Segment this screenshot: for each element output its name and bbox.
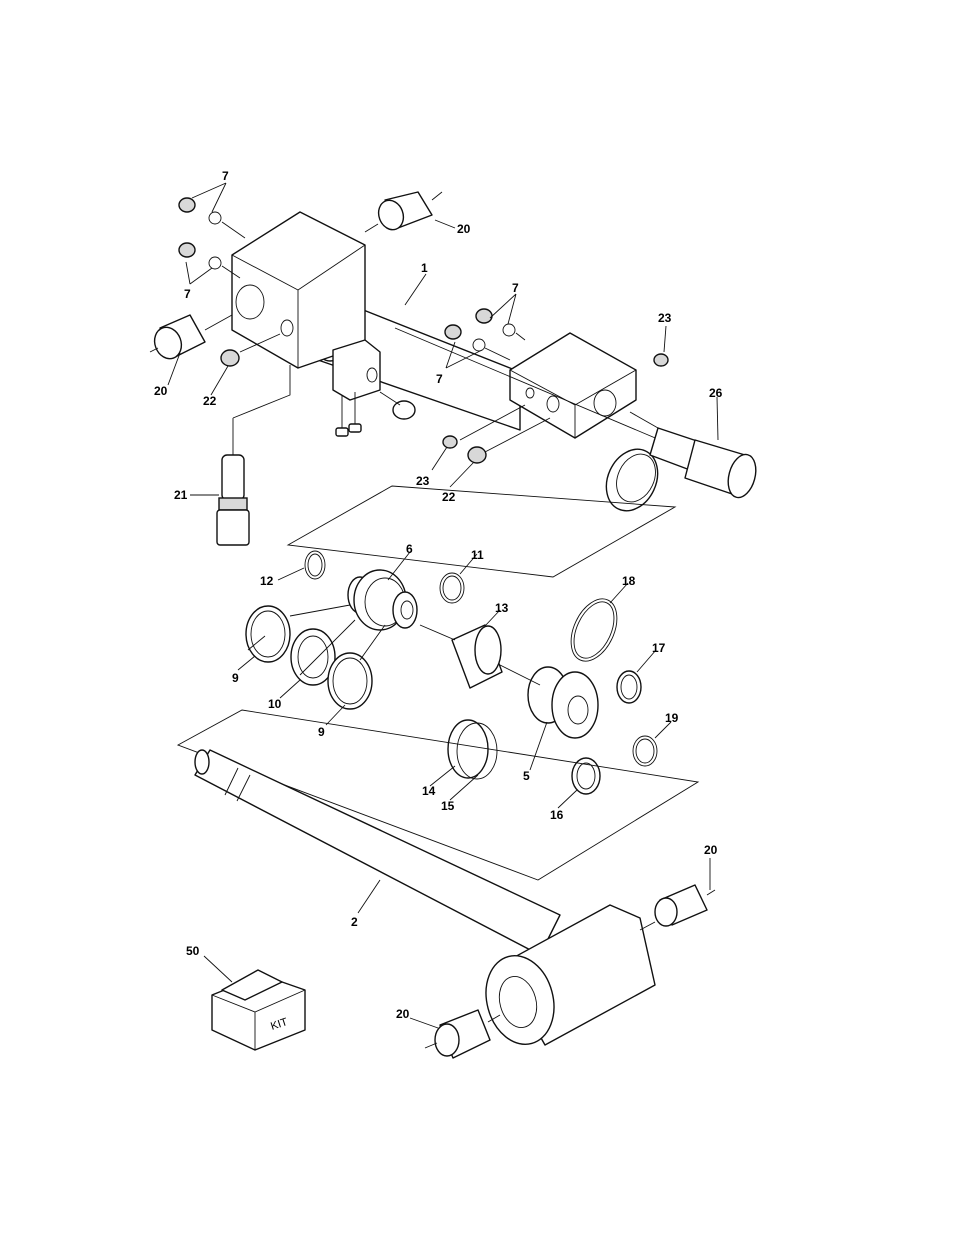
callout-1: 1 [421,261,428,275]
valve-26 [629,411,757,499]
callout-20: 20 [457,222,471,236]
callout-20: 20 [704,843,718,857]
lower-detail-frame [176,709,700,881]
barrel-assembly [231,211,661,512]
callout-7: 7 [436,372,443,386]
callout-13: 13 [495,601,509,615]
callout-10: 10 [268,697,282,711]
callout-19: 19 [665,711,679,725]
callout-9: 9 [232,671,239,685]
callout-16: 16 [550,808,564,822]
callout-labels: 7 20 7 1 7 7 23 20 22 26 23 21 22 6 11 1… [154,169,723,1021]
callout-50: 50 [186,944,200,958]
callout-23: 23 [416,474,430,488]
leader-lines [167,182,719,1029]
upper-detail-frame [286,485,677,578]
valve-21 [216,365,291,546]
callout-15: 15 [441,799,455,813]
callout-18: 18 [622,574,636,588]
callout-20: 20 [396,1007,410,1021]
callout-21: 21 [174,488,188,502]
plug-22-23 [220,333,669,464]
bushing-top-right [364,191,443,233]
kit-box: KIT [211,969,306,1051]
bushing-top-left [149,314,233,360]
callout-20: 20 [154,384,168,398]
kit-label: KIT [269,1016,289,1033]
callout-7: 7 [222,169,229,183]
bushing-bottom-left [424,1009,501,1059]
callout-17: 17 [652,641,666,655]
callout-5: 5 [523,769,530,783]
callout-6: 6 [406,542,413,556]
callout-23: 23 [658,311,672,325]
callout-9: 9 [318,725,325,739]
piston-assembly [245,550,658,795]
callout-7: 7 [184,287,191,301]
callout-22: 22 [442,490,456,504]
callout-14: 14 [422,784,436,798]
rod-assembly [194,749,656,1046]
callout-12: 12 [260,574,274,588]
bushing-bottom-right [639,884,716,931]
callout-2: 2 [351,915,358,929]
callout-22: 22 [203,394,217,408]
callout-11: 11 [471,548,484,562]
callout-26: 26 [709,386,723,400]
callout-7: 7 [512,281,519,295]
